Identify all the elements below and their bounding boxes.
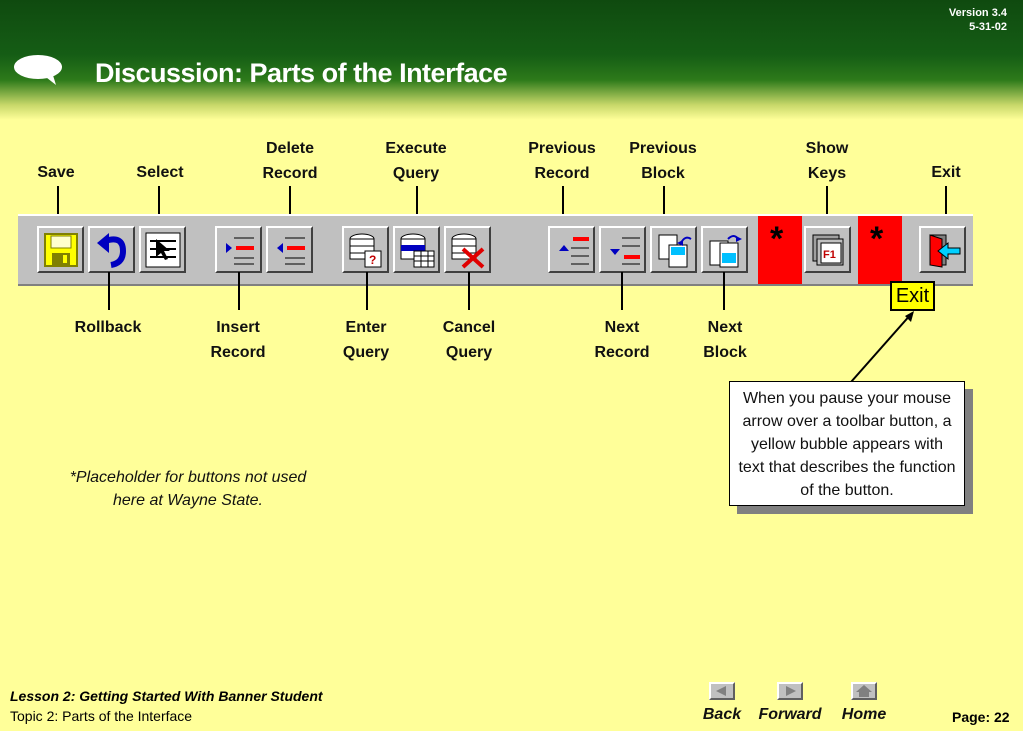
exit-button[interactable]	[919, 226, 966, 273]
pointer-line	[826, 186, 828, 222]
delete-record-icon	[277, 237, 305, 265]
label-rollback: Rollback	[74, 319, 142, 336]
placeholder-slot	[858, 216, 902, 284]
back-icon	[709, 682, 735, 700]
show-keys-icon: F1	[812, 234, 844, 266]
lesson-title: Lesson 2: Getting Started With Banner St…	[10, 688, 323, 704]
select-button[interactable]	[139, 226, 186, 273]
enter-query-button[interactable]: ?	[342, 226, 389, 273]
insert-record-button[interactable]	[215, 226, 262, 273]
home-button[interactable]: Home	[829, 682, 899, 724]
back-label: Back	[702, 706, 742, 723]
page-number: Page: 22	[952, 709, 1010, 725]
pointer-line	[289, 186, 291, 222]
rollback-icon	[97, 233, 127, 268]
header-banner	[0, 0, 1023, 120]
next-record-icon	[610, 237, 640, 265]
pointer-line	[562, 186, 564, 222]
label-save: Save	[37, 164, 75, 181]
pointer-line	[416, 186, 418, 222]
select-icon	[145, 232, 181, 268]
placeholder-asterisk: *	[870, 220, 884, 258]
pointer-line	[468, 272, 470, 310]
exit-icon	[929, 234, 961, 268]
pointer-line	[158, 186, 160, 222]
previous-record-icon	[559, 237, 589, 265]
previous-record-button[interactable]	[548, 226, 595, 273]
forward-button[interactable]: Forward	[755, 682, 825, 724]
pointer-line	[238, 272, 240, 310]
show-keys-button[interactable]: F1	[804, 226, 851, 273]
topic-title: Topic 2: Parts of the Interface	[10, 708, 193, 724]
cancel-query-button[interactable]	[444, 226, 491, 273]
pointer-line	[945, 186, 947, 222]
label-exit: Exit	[931, 164, 961, 181]
next-record-button[interactable]	[599, 226, 646, 273]
home-icon	[851, 682, 877, 700]
save-icon	[44, 233, 78, 267]
save-button[interactable]	[37, 226, 84, 273]
cancel-query-icon	[451, 233, 485, 269]
label-select: Select	[136, 164, 184, 181]
back-button[interactable]: Back	[687, 682, 757, 724]
page-title: Discussion: Parts of the Interface	[95, 58, 508, 88]
home-label: Home	[841, 706, 887, 723]
svg-text:F1: F1	[823, 249, 836, 261]
forward-label: Forward	[758, 706, 822, 723]
forward-icon	[777, 682, 803, 700]
enter-query-icon: ?	[349, 233, 382, 268]
rollback-button[interactable]	[88, 226, 135, 273]
previous-block-button[interactable]	[650, 226, 697, 273]
pointer-line	[108, 272, 110, 310]
delete-record-button[interactable]	[266, 226, 313, 273]
version-info: Version 3.4 5-31-02	[949, 6, 1007, 34]
placeholder-asterisk: *	[770, 220, 784, 258]
pointer-line	[663, 186, 665, 222]
speech-bubble-icon	[14, 55, 62, 85]
pointer-line	[366, 272, 368, 310]
svg-text:?: ?	[369, 253, 376, 267]
execute-query-icon	[400, 233, 435, 268]
placeholder-note: *Placeholder for buttons not used here a…	[69, 469, 307, 509]
execute-query-button[interactable]	[393, 226, 440, 273]
previous-block-icon	[658, 234, 692, 268]
exit-tooltip: Exit	[890, 281, 935, 311]
version-label: Version 3.4	[948, 7, 1007, 19]
pointer-line	[621, 272, 623, 310]
pointer-line	[723, 272, 725, 310]
callout-pointer	[850, 311, 914, 383]
placeholder-slot	[758, 216, 802, 284]
next-block-icon	[709, 235, 742, 268]
insert-record-icon	[226, 237, 254, 265]
tooltip-explanation: When you pause your mouse arrow over a t…	[729, 381, 965, 506]
next-block-button[interactable]	[701, 226, 748, 273]
version-date: 5-31-02	[969, 21, 1007, 33]
pointer-line	[57, 186, 59, 222]
